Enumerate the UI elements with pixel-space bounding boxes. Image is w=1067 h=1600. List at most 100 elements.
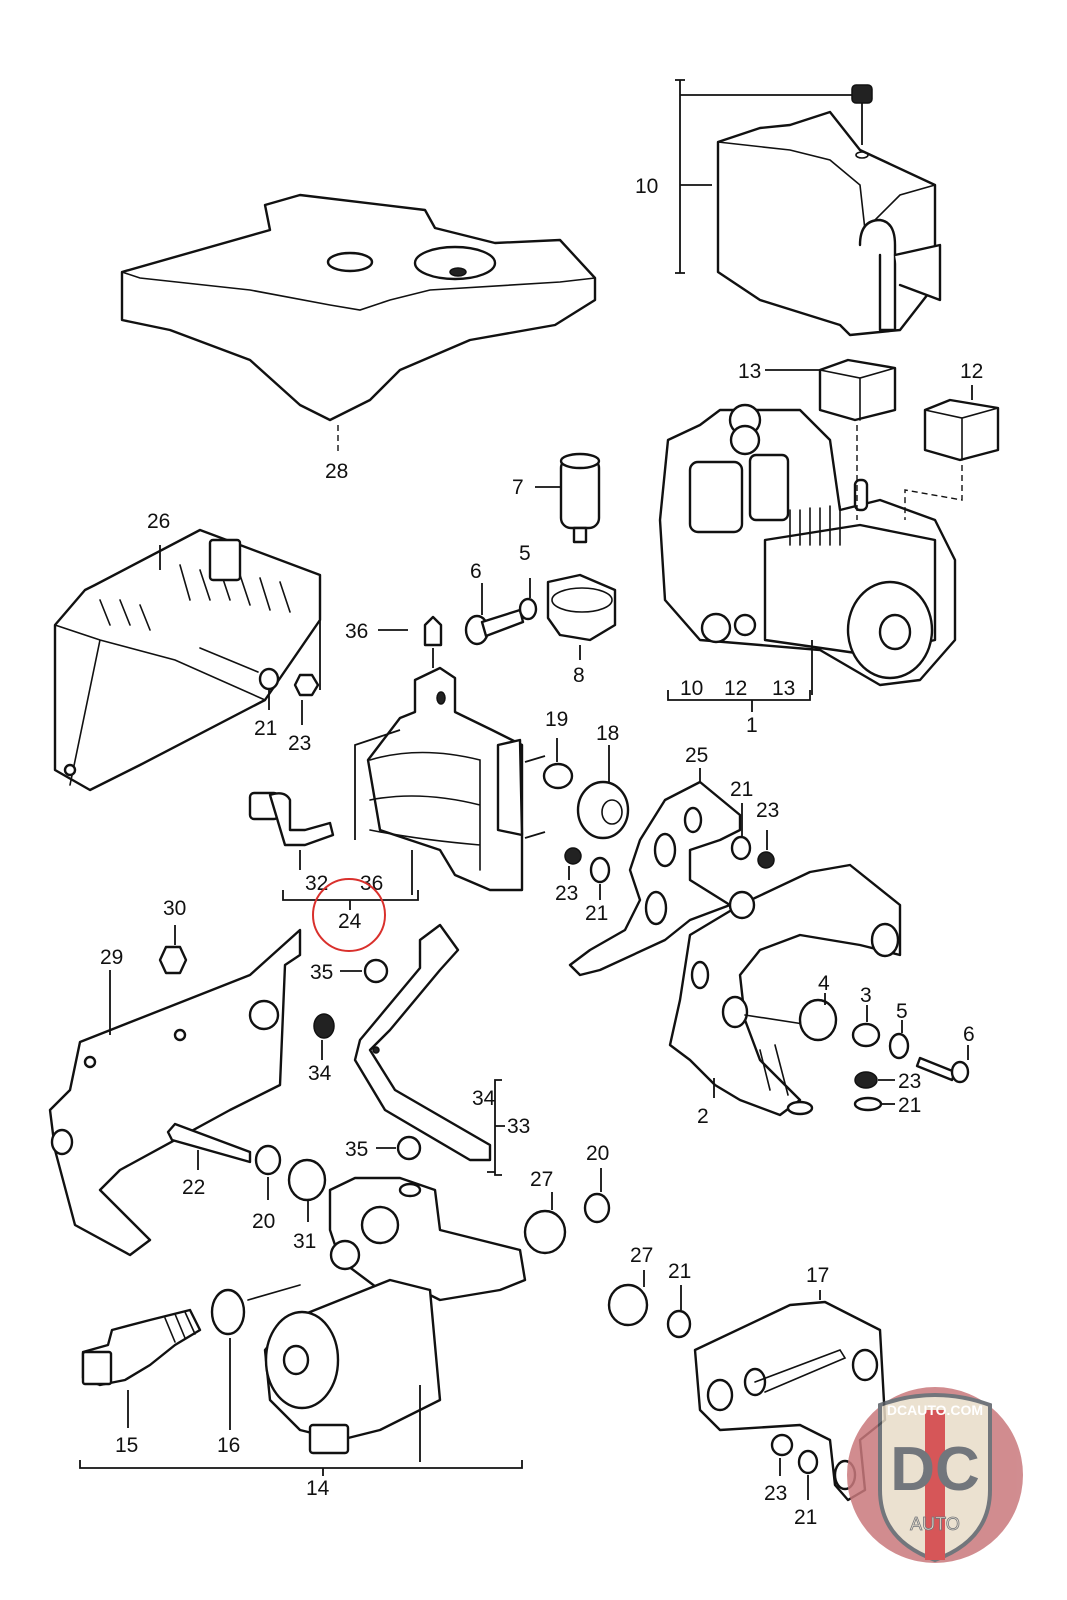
callout-35b: 35	[345, 1138, 368, 1161]
part-23-nut-c	[564, 847, 582, 880]
part-23-nut-b	[757, 830, 775, 869]
callout-1: 1	[746, 714, 758, 737]
callout-26: 26	[147, 510, 170, 533]
callout-3: 3	[860, 984, 872, 1007]
part-8-mount	[546, 573, 617, 660]
part-21-washer-f	[797, 1449, 819, 1500]
callout-17: 17	[806, 1264, 829, 1287]
part-15-sensor	[81, 1308, 202, 1428]
highlight-circle-24	[312, 878, 386, 952]
part-20-bushing-b	[583, 1168, 611, 1224]
part-20-bushing	[254, 1144, 282, 1200]
callout-19: 19	[545, 708, 568, 731]
callout-24-sub-32: 32	[305, 872, 328, 895]
callout-5b: 5	[896, 1000, 908, 1023]
part-1-hydraulic-unit	[658, 403, 957, 712]
part-21-washer-d	[853, 1096, 895, 1112]
part-27-rubber-mount-b	[607, 1270, 649, 1327]
callout-21a: 21	[254, 717, 277, 740]
callout-23b: 23	[756, 799, 779, 822]
part-27-rubber-mount	[523, 1192, 567, 1255]
part-14-pump-motor	[79, 1176, 527, 1476]
callout-8: 8	[573, 664, 585, 687]
part-30-nut	[158, 925, 188, 975]
part-22-bolt	[166, 1122, 252, 1170]
callout-31: 31	[293, 1230, 316, 1253]
part-6-bolt-b	[915, 1045, 970, 1084]
watermark-bottom-text: AUTO	[910, 1514, 960, 1534]
part-31-rubber-mount	[287, 1158, 327, 1222]
callout-34: 34	[308, 1062, 332, 1085]
callout-21c: 21	[585, 902, 608, 925]
part-23-nut	[293, 673, 320, 725]
callout-1-sub-12: 12	[724, 677, 747, 700]
part-5-washer	[518, 578, 538, 621]
callout-23d: 23	[898, 1070, 921, 1093]
part-19-spacer	[542, 738, 574, 790]
callout-36: 36	[345, 620, 368, 643]
callout-20b: 20	[586, 1142, 609, 1165]
callout-13: 13	[738, 360, 761, 383]
part-28-cover-plate	[120, 193, 597, 455]
callout-2: 2	[697, 1105, 709, 1128]
part-23-nut-e	[770, 1433, 794, 1476]
callout-6b: 6	[963, 1023, 975, 1046]
callout-12: 12	[960, 360, 983, 383]
part-35-nut	[340, 958, 389, 984]
part-24-pressure-accumulator	[282, 615, 546, 910]
callout-1-sub-13: 13	[772, 677, 795, 700]
callout-27b: 27	[630, 1244, 653, 1267]
callout-15: 15	[115, 1434, 138, 1457]
callout-24-sub-36: 36	[360, 872, 383, 895]
callout-18: 18	[596, 722, 619, 745]
part-3-spacer	[851, 1005, 881, 1048]
part-34-grommet	[313, 1013, 335, 1060]
callout-21e: 21	[668, 1260, 691, 1283]
part-21-washer-b	[730, 803, 752, 861]
part-2-main-bracket	[668, 863, 902, 1117]
callout-25: 25	[685, 744, 708, 767]
part-21-washer-c	[589, 856, 611, 900]
part-5-washer-b	[888, 1020, 910, 1060]
part-29-support-bracket	[48, 928, 302, 1257]
callout-21b: 21	[730, 778, 753, 801]
callout-23c: 23	[555, 882, 578, 905]
callout-23e: 23	[764, 1482, 787, 1505]
callout-27a: 27	[530, 1168, 553, 1191]
callout-1-sub-10: 10	[680, 677, 703, 700]
callout-23a: 23	[288, 732, 311, 755]
part-32-pipe-fitting	[248, 791, 335, 870]
watermark-top-text: DCAUTO.COM	[887, 1402, 983, 1418]
part-12-relay	[904, 385, 1000, 520]
callout-6a: 6	[470, 560, 482, 583]
callout-21d: 21	[898, 1094, 921, 1117]
part-13-relay	[765, 358, 897, 520]
part-10-unit-cover	[675, 79, 942, 337]
watermark-monogram: DC	[890, 1435, 980, 1504]
part-18-rubber-mount	[576, 745, 630, 840]
part-4-rubber-mount	[798, 993, 838, 1042]
part-35-nut-b	[376, 1135, 422, 1161]
callout-21f: 21	[794, 1506, 817, 1529]
part-7-valve	[535, 452, 601, 544]
dcauto-watermark-badge: DCAUTO.COM DC AUTO	[847, 1387, 1023, 1563]
callout-29: 29	[100, 946, 123, 969]
part-21-washer	[258, 667, 280, 710]
part-33-bracket	[353, 923, 505, 1176]
callout-20a: 20	[252, 1210, 275, 1233]
part-16-o-ring	[210, 1288, 246, 1430]
callout-7: 7	[512, 476, 524, 499]
callout-35a: 35	[310, 961, 333, 984]
callout-4: 4	[818, 972, 830, 995]
callout-33: 33	[507, 1115, 530, 1138]
callout-24: 24	[338, 910, 362, 933]
part-23-nut-d	[854, 1071, 895, 1089]
part-25-bracket	[568, 768, 742, 977]
callout-14: 14	[306, 1477, 330, 1500]
part-21-washer-e	[666, 1285, 692, 1339]
callout-33-sub-34: 34	[472, 1087, 496, 1110]
callout-10: 10	[635, 175, 658, 198]
callout-16: 16	[217, 1434, 240, 1457]
callout-22: 22	[182, 1176, 205, 1199]
